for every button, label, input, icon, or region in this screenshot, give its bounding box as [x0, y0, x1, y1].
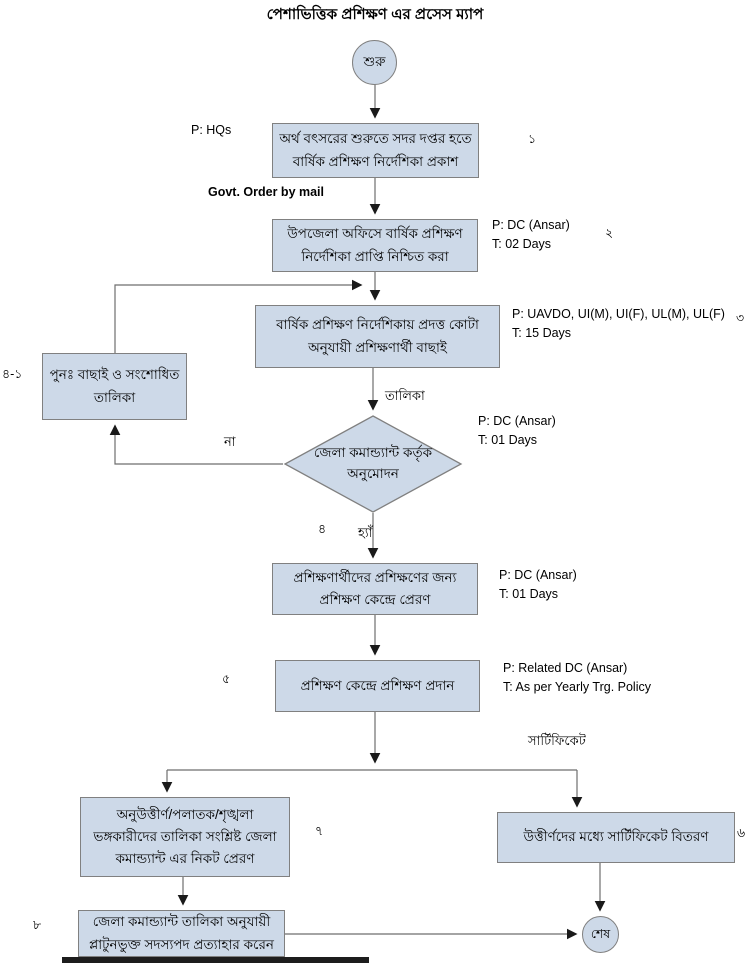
step2-time: T: 02 Days	[492, 237, 552, 252]
decision-number: ৪	[318, 522, 327, 536]
step4-time: T: 01 Days	[499, 587, 559, 602]
step2-annotation: P: DC (Ansar) T: 02 Days	[492, 216, 570, 255]
step3-time: T: 15 Days	[512, 326, 572, 341]
step2-number: ২	[605, 226, 614, 240]
connector-revise-to-step3	[114, 279, 363, 353]
step4-actor: P: DC (Ansar)	[499, 568, 577, 582]
step8-text: জেলা কমান্ড্যান্ট তালিকা অনুযায়ী প্লাটু…	[89, 914, 274, 952]
step1-box: অর্থ বৎসরের শুরুতে সদর দপ্তর হতে বার্ষিক…	[272, 123, 479, 178]
step4-box: প্রশিক্ষণার্থীদের প্রশিক্ষণের জন্য প্রশি…	[272, 563, 478, 615]
step3-box: বার্ষিক প্রশিক্ষণ নির্দেশিকায় প্রদত্ত ক…	[255, 305, 500, 368]
step7-box: অনুউত্তীর্ণ/পলাতক/শৃঙ্খলা ভঙ্গকারীদের তা…	[80, 797, 290, 877]
step8-box: জেলা কমান্ড্যান্ট তালিকা অনুযায়ী প্লাটু…	[78, 910, 285, 957]
step2-box: উপজেলা অফিসে বার্ষিক প্রশিক্ষণ নির্দেশিক…	[272, 219, 478, 272]
decision-time: T: 01 Days	[478, 433, 538, 448]
govt-order-note: Govt. Order by mail	[208, 185, 325, 199]
revise-list-box: পুনঃ বাছাই ও সংশোধিত তালিকা	[42, 353, 187, 420]
revise-list-text: পুনঃ বাছাই ও সংশোধিত তালিকা	[49, 367, 180, 405]
decision-yes-label: হ্যাঁ	[358, 525, 373, 540]
start-label: শুরু	[363, 54, 386, 70]
step1-actor: P: HQs	[191, 123, 232, 137]
page-title: পেশাভিত্তিক প্রশিক্ষণ এর প্রসেস ম্যাপ	[266, 6, 484, 23]
step5-time: T: As per Yearly Trg. Policy	[503, 680, 651, 695]
revise-list-number: ৪-১	[2, 367, 23, 381]
step5-box: প্রশিক্ষণ কেন্দ্রে প্রশিক্ষণ প্রদান	[275, 660, 480, 712]
step3-number: ৩	[736, 311, 745, 325]
edge-label-certificate: সার্টিফিকেট	[528, 733, 586, 748]
step3-annotation: P: UAVDO, UI(M), UI(F), UL(M), UL(F) T: …	[512, 305, 725, 344]
step5-actor: P: Related DC (Ansar)	[503, 661, 628, 675]
step6-box: উত্তীর্ণদের মধ্যে সার্টিফিকেট বিতরণ	[497, 812, 735, 863]
decision-diamond	[283, 415, 463, 513]
step2-actor: P: DC (Ansar)	[492, 218, 570, 232]
step7-text: অনুউত্তীর্ণ/পলাতক/শৃঙ্খলা ভঙ্গকারীদের তা…	[93, 806, 277, 867]
step5-text: প্রশিক্ষণ কেন্দ্রে প্রশিক্ষণ প্রদান	[300, 677, 455, 693]
edge-label-list: তালিকা	[385, 388, 425, 403]
decision-no-label: না	[224, 434, 236, 449]
decision-text: জেলা কমান্ড্যান্ট কর্তৃক অনুমোদন	[313, 445, 433, 481]
step6-text: উত্তীর্ণদের মধ্যে সার্টিফিকেট বিতরণ	[523, 829, 709, 845]
start-terminal: শুরু	[352, 40, 397, 85]
step7-number: ৭	[315, 824, 324, 838]
decision-annotation: P: DC (Ansar) T: 01 Days	[478, 412, 556, 451]
bottom-edge-bar	[62, 957, 369, 963]
step5-number: ৫	[222, 672, 231, 686]
step8-number: ৮	[33, 918, 42, 932]
end-terminal: শেষ	[582, 916, 619, 953]
end-label: শেষ	[590, 927, 611, 942]
step2-text: উপজেলা অফিসে বার্ষিক প্রশিক্ষণ নির্দেশিক…	[287, 226, 463, 264]
connector-decision-no-to-revise	[109, 424, 283, 465]
decision-actor: P: DC (Ansar)	[478, 414, 556, 428]
step3-text: বার্ষিক প্রশিক্ষণ নির্দেশিকায় প্রদত্ত ক…	[276, 317, 479, 355]
step1-text: অর্থ বৎসরের শুরুতে সদর দপ্তর হতে বার্ষিক…	[279, 131, 472, 169]
step4-annotation: P: DC (Ansar) T: 01 Days	[499, 566, 577, 605]
step1-annotation: P: HQs	[191, 121, 231, 140]
step1-number: ১	[528, 132, 537, 146]
step3-actor: P: UAVDO, UI(M), UI(F), UL(M), UL(F)	[512, 307, 725, 321]
step4-text: প্রশিক্ষণার্থীদের প্রশিক্ষণের জন্য প্রশি…	[293, 569, 457, 607]
step5-annotation: P: Related DC (Ansar) T: As per Yearly T…	[503, 659, 651, 698]
step6-number: ৬	[737, 826, 746, 840]
